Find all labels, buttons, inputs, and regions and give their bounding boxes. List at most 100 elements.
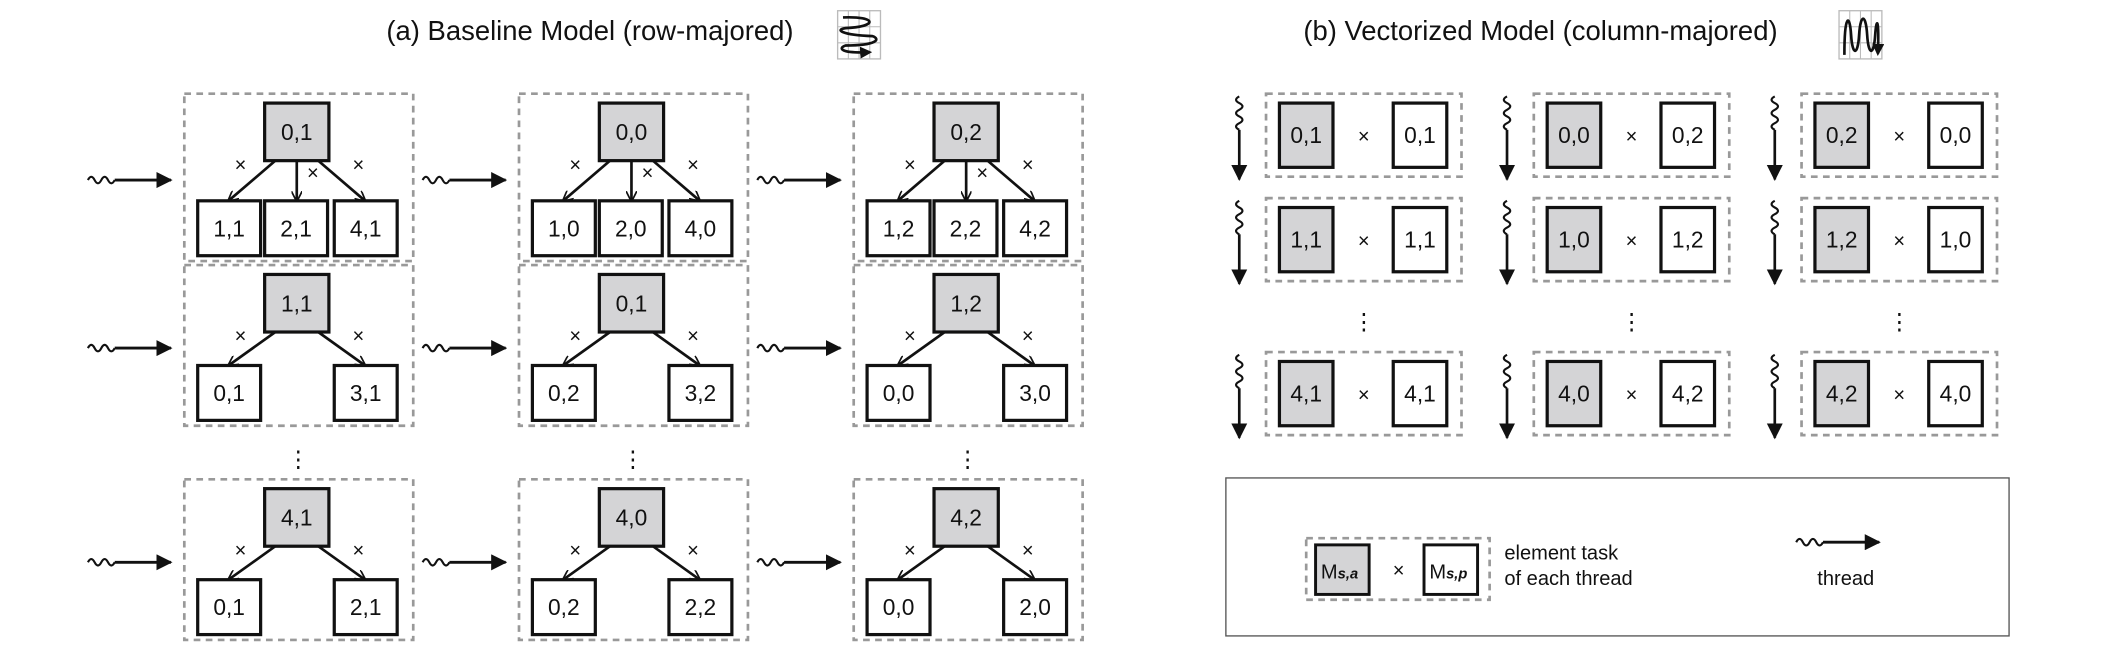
source-element: 1,1 [263, 272, 331, 334]
target-element-box [332, 578, 399, 637]
target-element: 0,2 [530, 363, 597, 422]
multiply-symbol: × [904, 326, 916, 348]
thread-task-boundary [1304, 536, 1491, 602]
multiply-symbol: × [235, 540, 247, 562]
target-element-box [1391, 205, 1449, 274]
multiply-symbol: × [904, 154, 916, 176]
source-element-box [1545, 101, 1603, 169]
legend-task-text-line2: of each thread [1504, 568, 1632, 590]
thread-task-group: 0,0×1,0×2,0×4,0 [421, 92, 750, 263]
source-element-box [1545, 359, 1603, 428]
target-element-label: 1,2 [1672, 227, 1704, 253]
target-element-label: 4,2 [1672, 381, 1704, 407]
thread-task-boundary [852, 477, 1084, 642]
ellipsis: ⋮ [1352, 308, 1375, 334]
source-element: 0,0 [1545, 101, 1603, 169]
source-element-label: 0,0 [1558, 122, 1590, 148]
source-element-box [1277, 101, 1335, 169]
target-element-label: 0,2 [548, 594, 580, 620]
thread-arrow-icon [421, 172, 508, 189]
source-element-box [597, 272, 666, 334]
target-element-label: 0,2 [1672, 122, 1704, 148]
thread-task-group: 4,0×0,2×2,2 [421, 477, 750, 642]
legend-target-element: Ms,p [1422, 543, 1480, 596]
multiply-arrow [563, 159, 611, 201]
thread-task-pair: 4,0 × 4,2 [1498, 350, 1731, 440]
ellipsis: ⋮ [956, 446, 979, 472]
source-element: 1,1 [1277, 205, 1335, 274]
target-element-label: 4,0 [1940, 381, 1972, 407]
source-element: 4,2 [1813, 359, 1871, 428]
target-element-box [332, 363, 399, 422]
target-element-label: 4,1 [1404, 381, 1436, 407]
ellipsis: ⋮ [287, 446, 310, 472]
target-element-box [667, 363, 734, 422]
multiply-arrow [986, 330, 1035, 365]
ellipsis: ⋮ [621, 446, 644, 472]
target-element-box [530, 363, 597, 422]
source-element-label: 4,1 [281, 504, 313, 530]
target-element-box [597, 199, 664, 258]
thread-arrow-icon [1766, 199, 1783, 286]
target-element: 4,0 [667, 199, 734, 258]
target-element-box [667, 199, 734, 258]
source-element-box [263, 272, 331, 334]
multiply-symbol: × [307, 162, 319, 184]
source-element-label: 4,1 [1290, 381, 1322, 407]
target-element-label: 4,1 [350, 215, 382, 241]
source-element-label: 1,1 [281, 290, 313, 316]
source-element-label: 0,2 [1826, 122, 1858, 148]
thread-task-boundary [1800, 196, 1999, 283]
source-element: 1,2 [932, 272, 1000, 334]
multiply-symbol: × [235, 154, 247, 176]
source-element-box [263, 487, 331, 548]
multiply-arrow [986, 159, 1035, 201]
multiply-symbol: × [352, 154, 364, 176]
target-element-label: 0,2 [548, 380, 580, 406]
column-major-zigzag-icon [1838, 10, 1885, 60]
thread-task-group: 4,1×0,1×2,1 [86, 477, 415, 642]
target-element: 2,0 [597, 199, 664, 258]
source-element: 0,2 [1813, 101, 1871, 169]
thread-task-pair: 1,2×1,0 [1766, 196, 1999, 286]
multiply-symbol: × [1022, 154, 1034, 176]
thread-task-boundary [182, 263, 415, 428]
source-element-box [932, 272, 1000, 334]
multiply-symbol: × [642, 162, 654, 184]
multiply-arrow [652, 545, 700, 579]
multiply-symbol: × [569, 540, 581, 562]
thread-task-pair: 1,0×1,2 [1498, 196, 1731, 286]
svg-text:Ms,p: Ms,p [1429, 561, 1467, 583]
target-element-label: 2,1 [280, 215, 312, 241]
thread-task-pair: 0,0×0,2 [1498, 92, 1731, 182]
target-element-box [865, 363, 932, 422]
target-element: 0,2 [1659, 101, 1717, 169]
target-element-box [1927, 101, 1984, 169]
source-element: 4,1 [1277, 359, 1335, 428]
panel-a-baseline-model: (a) Baseline Model (row-majored) 0,1×1,1… [86, 10, 1084, 642]
source-element: 4,0 [1545, 359, 1603, 428]
legend-source-element-symbol: M [1321, 561, 1338, 583]
thread-arrow-icon [1231, 95, 1248, 182]
thread-arrow-icon [421, 340, 508, 357]
multiply-symbol: × [1626, 385, 1638, 407]
thread-arrow-icon [756, 172, 842, 189]
target-element-box [667, 578, 734, 637]
source-element-box [1813, 205, 1871, 274]
source-element: 1,2 [1813, 205, 1871, 274]
thread-arrow-icon [1766, 95, 1783, 182]
multiply-symbol: × [1893, 385, 1905, 407]
thread-arrow-icon [1766, 353, 1783, 440]
panel-b-title: (b) Vectorized Model (column-majored) [1303, 15, 1777, 46]
thread-arrow-icon [756, 340, 842, 357]
target-element-box [865, 578, 932, 637]
multiply-arrow [317, 330, 365, 365]
target-element: 4,2 [1002, 199, 1069, 258]
target-element: 1,0 [1927, 205, 1984, 274]
source-element-label: 1,2 [1826, 227, 1858, 253]
thread-task-boundary [1800, 350, 1999, 437]
source-element-box [597, 487, 666, 548]
source-element-box [932, 487, 1000, 548]
target-element-label: 1,1 [213, 215, 245, 241]
